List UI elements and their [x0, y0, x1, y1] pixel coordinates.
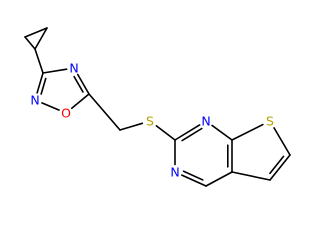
bond-c2p-n1p	[174, 124, 201, 141]
bond-c6-c5t-inner	[269, 155, 285, 175]
bond-c4-n3p	[181, 174, 207, 187]
bond-c5-o1	[70, 93, 90, 110]
bond-c4-n3p-inner	[182, 170, 204, 181]
atom-label-n-n3p: N	[170, 165, 179, 180]
bond-c_cp_b-c_cp_c	[34, 27, 48, 50]
molecule-structure-drawing: N O N S N S N	[24, 27, 291, 187]
bond-n4-c5-inner	[73, 75, 84, 93]
bond-layer	[24, 27, 291, 187]
atom-label-o-o1: O	[61, 106, 71, 121]
bond-c2p-n1p-inner	[181, 127, 203, 142]
bond-c_cp_a-c_cp_c	[24, 36, 36, 50]
bond-c_cp_a-c_cp_b	[24, 27, 48, 38]
bond-c6-c5t	[269, 154, 291, 181]
bond-ch2-s_link	[119, 122, 144, 131]
bond-c3-n4	[42, 68, 68, 74]
bond-n2-c3	[36, 72, 44, 94]
bond-c4a-c4	[205, 171, 233, 187]
atom-label-s-s_th: S	[266, 114, 274, 129]
bond-c5t-c4a	[231, 171, 271, 181]
bond-n2-c3-inner	[40, 77, 47, 95]
bond-o1-n2	[41, 102, 60, 111]
bond-c7a-s_th	[231, 123, 264, 141]
atom-label-s-s_link: S	[146, 114, 154, 129]
bond-n4-c5	[76, 73, 90, 95]
bond-c5-ch2	[88, 93, 121, 131]
atom-label-layer: N O N S N S N	[30, 61, 274, 180]
atom-label-n-n1p: N	[201, 114, 210, 129]
bond-s_link-c2p	[155, 125, 176, 141]
bond-s_th-c6	[273, 127, 291, 156]
bond-n1p-c7a	[211, 124, 233, 141]
atom-label-n-n2: N	[30, 93, 39, 108]
bond-c_cp_c-c3	[34, 48, 44, 74]
atom-label-n-n4: N	[69, 61, 78, 76]
